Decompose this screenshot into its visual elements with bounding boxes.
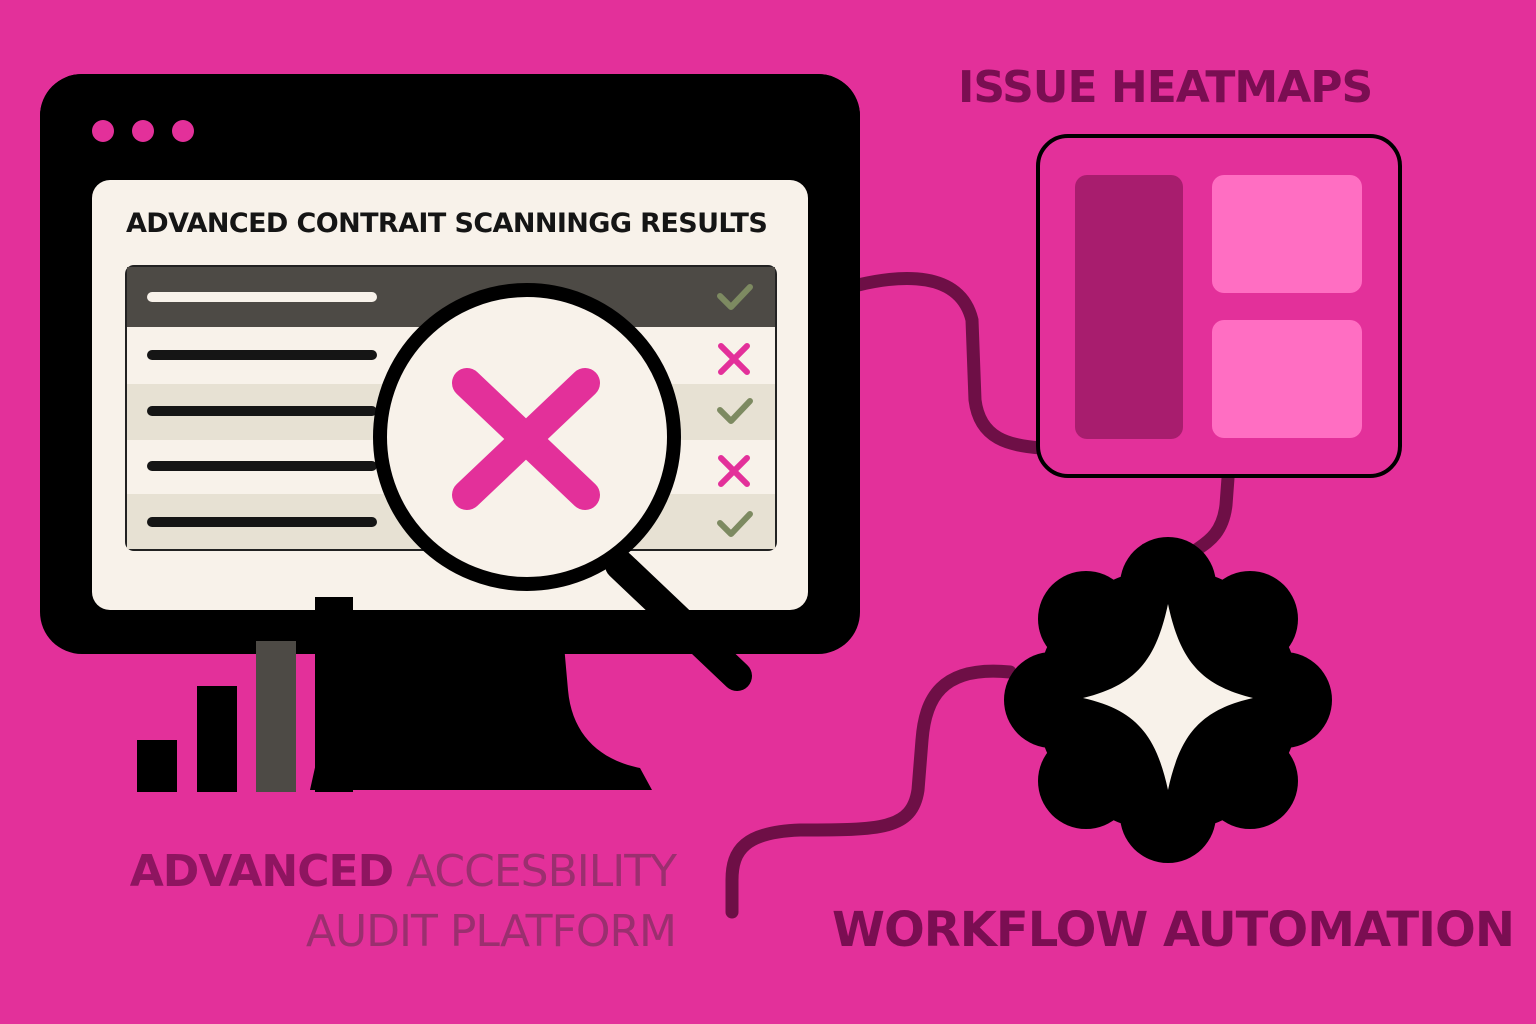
x-icon [718,455,750,487]
platform-title-soft: ACCESBILITY [393,846,677,897]
platform-title-line2: AUDIT PLATFORM [305,906,677,957]
connector-line-gear [1183,471,1235,562]
fail-x-icon [452,368,600,510]
heatmap-cell [1075,175,1183,439]
window-dot-icon [172,120,194,142]
scan-results-title: ADVANCED CONTRAIT SCANNINGG RESULTS [126,208,768,239]
check-icon [717,284,753,310]
connector-line-heatmap [851,272,1047,455]
platform-title: ADVANCED ACCESBILITY AUDIT PLATFORM [110,842,677,962]
gear-icon [1004,537,1332,863]
window-dot-icon [132,120,154,142]
check-icon [717,398,753,424]
monitor-stand [310,600,652,790]
heatmap-widget [1036,134,1402,478]
check-icon [717,511,753,537]
platform-title-strong: ADVANCED [129,846,394,897]
workflow-automation-label: WORKFLOW AUTOMATION [832,902,1515,958]
x-icon [718,343,750,375]
sparkle-icon [1083,604,1253,790]
window-dot-icon [92,120,114,142]
heatmap-cell [1212,320,1362,438]
bar-chart-icon [137,597,353,792]
heatmap-cell [1212,175,1362,293]
magnifier-icon [373,283,752,691]
issue-heatmaps-label: ISSUE HEATMAPS [958,62,1373,113]
window-dots-bg [40,74,860,174]
monitor [40,74,860,792]
connector-line-platform [725,664,1017,919]
